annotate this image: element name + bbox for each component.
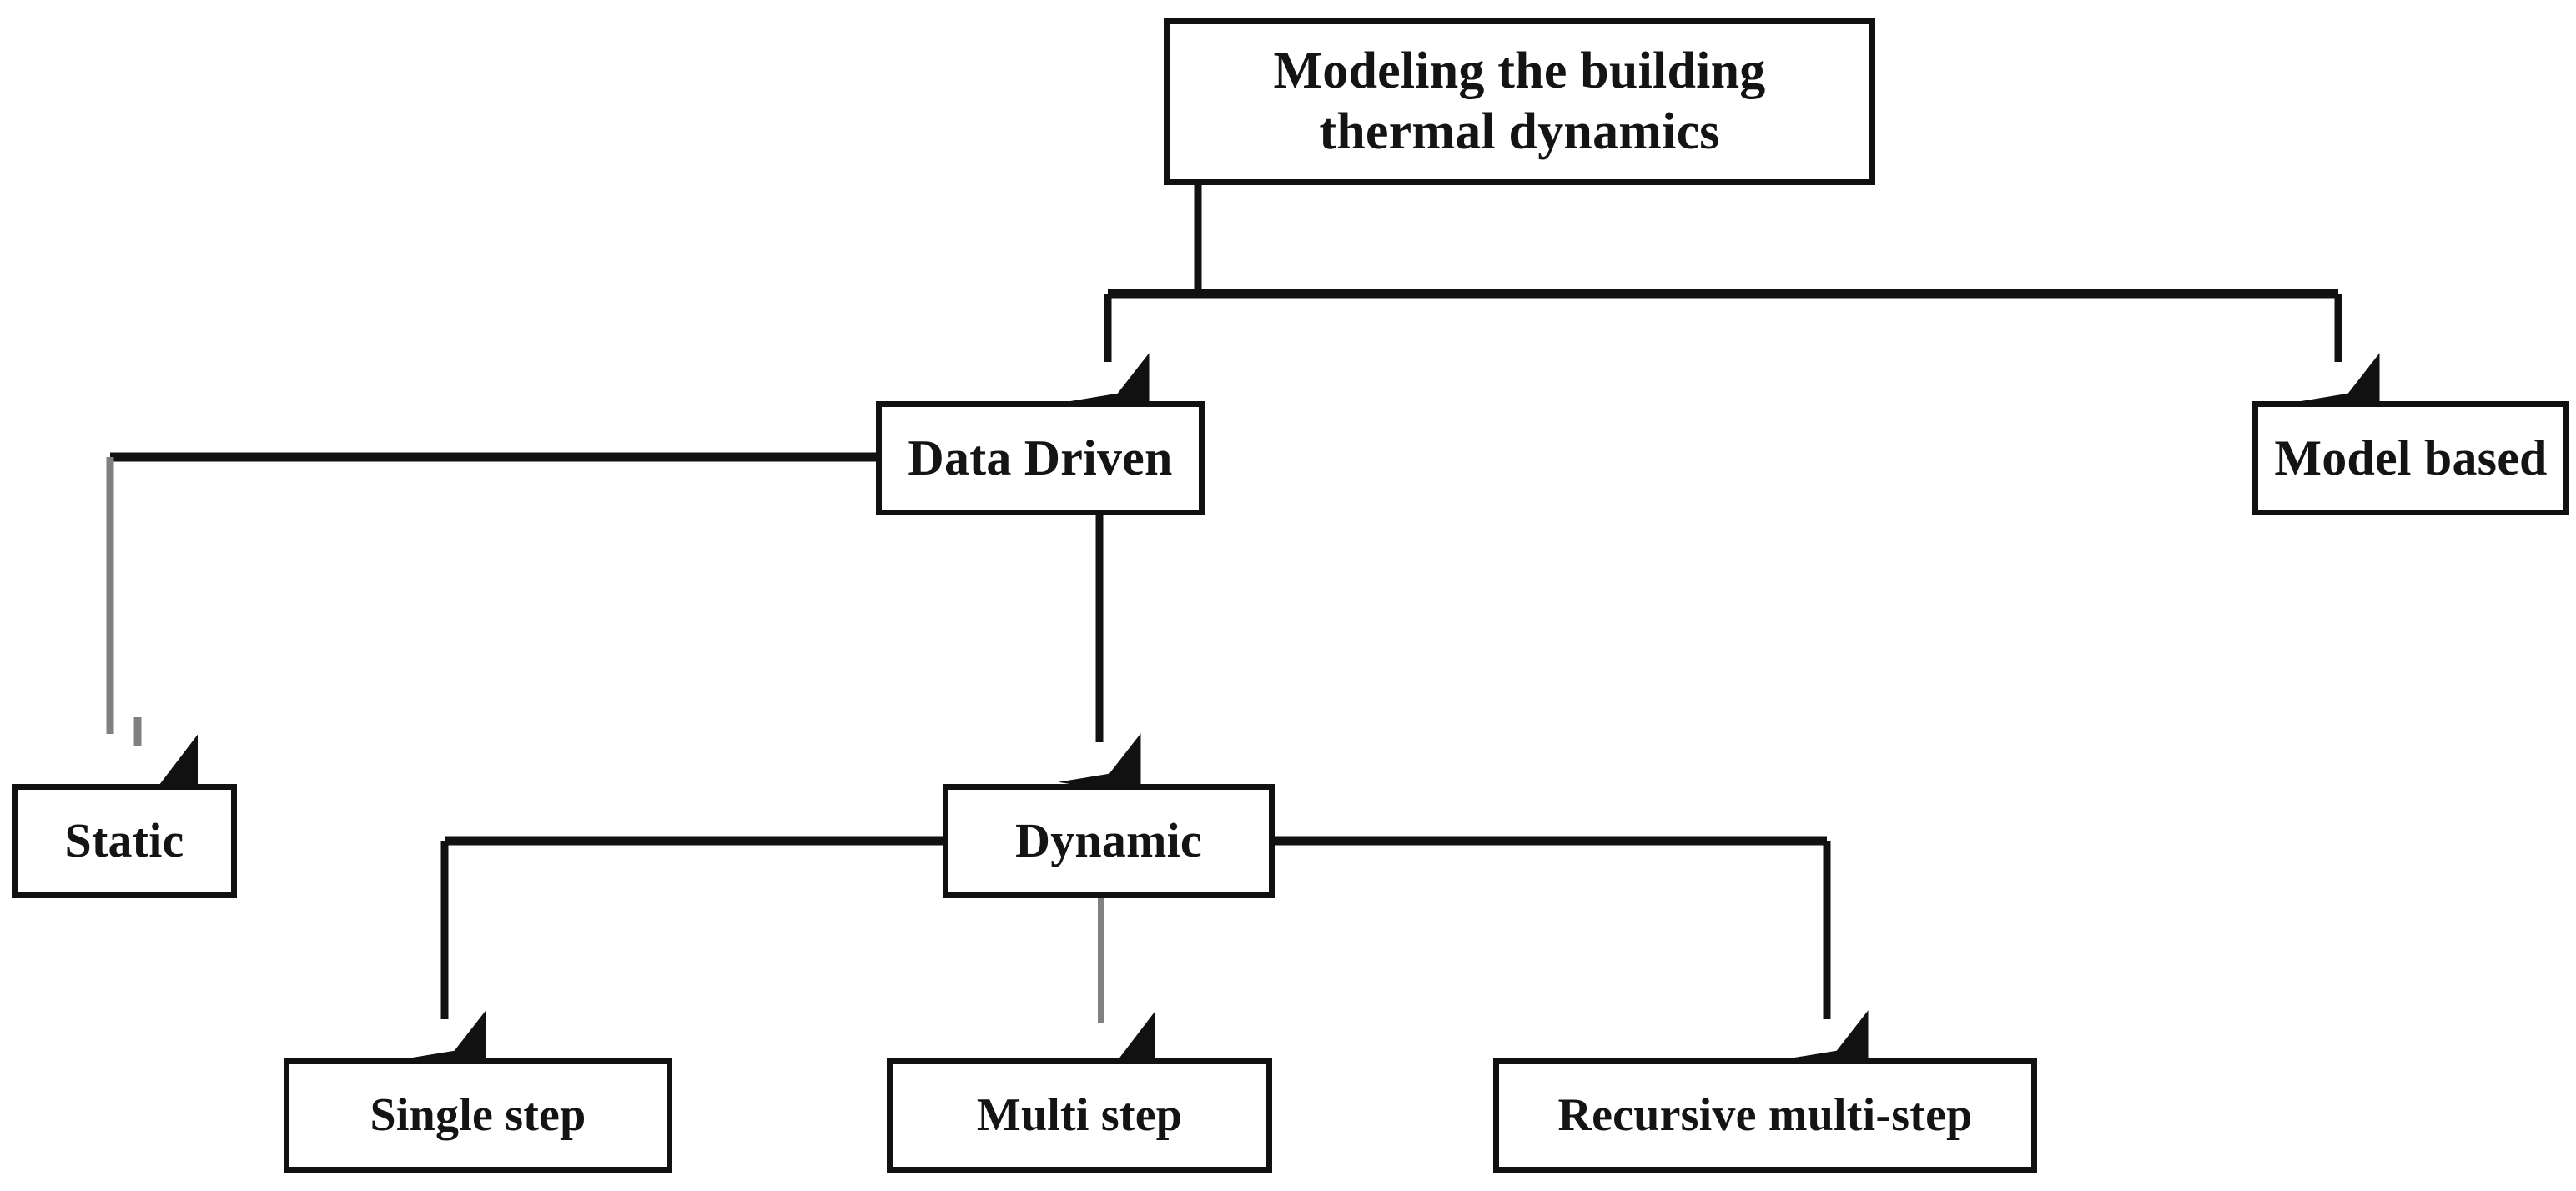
edge-root-split [1108, 185, 2338, 299]
node-single-step-label: Single step [370, 1089, 586, 1142]
node-recursive-multi-step[interactable]: Recursive multi-step [1493, 1058, 2037, 1173]
node-static-label: Static [64, 813, 184, 868]
node-multi-step-label: Multi step [976, 1089, 1183, 1142]
node-data-driven-label: Data Driven [908, 430, 1173, 486]
node-multi-step[interactable]: Multi step [887, 1058, 1272, 1173]
node-data-driven[interactable]: Data Driven [876, 401, 1205, 515]
node-root-label: Modeling the building thermal dynamics [1273, 42, 1766, 160]
node-dynamic[interactable]: Dynamic [943, 784, 1275, 898]
edge-data-driven-to-static [78, 452, 876, 877]
node-single-step[interactable]: Single step [284, 1058, 672, 1173]
node-static[interactable]: Static [12, 784, 237, 898]
node-model-based-label: Model based [2274, 430, 2548, 486]
node-dynamic-label: Dynamic [1015, 813, 1202, 868]
node-model-based[interactable]: Model based [2252, 401, 2569, 515]
node-recursive-multi-step-label: Recursive multi-step [1557, 1089, 1973, 1142]
node-root[interactable]: Modeling the building thermal dynamics [1164, 18, 1875, 185]
